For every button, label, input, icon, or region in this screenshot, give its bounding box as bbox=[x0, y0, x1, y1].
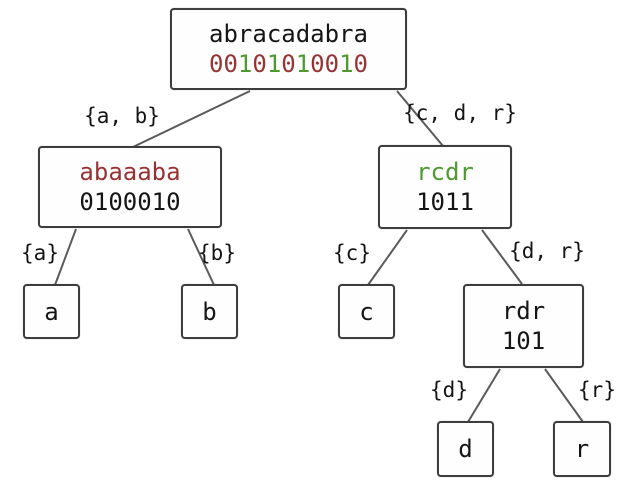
node-leaf-a: a bbox=[23, 284, 80, 339]
edge-right-c bbox=[367, 229, 408, 286]
leaf-r-text: r bbox=[574, 435, 590, 463]
edge-label-root-left: {a, b} bbox=[84, 104, 160, 128]
edge-left-b bbox=[187, 228, 215, 286]
node-rdr-bitmap: 101 bbox=[501, 327, 546, 355]
edge-left-a bbox=[54, 228, 77, 286]
node-rdr: rdr 101 bbox=[463, 284, 584, 368]
node-root: abracadabra 00101010010 bbox=[170, 8, 407, 90]
edge-root-left bbox=[132, 90, 251, 148]
leaf-d-text: d bbox=[458, 435, 473, 463]
leaf-b-text: b bbox=[202, 297, 217, 326]
edge-label-left-b: {b} bbox=[198, 241, 236, 265]
node-root-text: abracadabra bbox=[209, 20, 368, 48]
node-leaf-d: d bbox=[437, 421, 494, 477]
edge-rdr-r bbox=[544, 368, 584, 423]
leaf-a-text: a bbox=[44, 297, 59, 326]
node-right: rcdr 1011 bbox=[378, 145, 512, 229]
leaf-c-text: c bbox=[359, 297, 374, 326]
edge-right-rdr bbox=[481, 229, 523, 285]
node-right-bitmap: 1011 bbox=[416, 188, 474, 216]
node-rdr-text: rdr bbox=[501, 297, 546, 325]
node-leaf-c: c bbox=[338, 284, 395, 339]
node-leaf-r: r bbox=[553, 421, 611, 477]
node-left-bitmap: 0100010 bbox=[79, 188, 181, 216]
edge-label-rdr-r: {r} bbox=[578, 378, 616, 402]
edge-label-right-c: {c} bbox=[333, 241, 371, 265]
edge-label-right-rdr: {d, r} bbox=[509, 239, 585, 263]
node-left-text: abaaaba bbox=[79, 158, 181, 186]
node-right-text: rcdr bbox=[416, 158, 474, 186]
edge-rdr-d bbox=[467, 368, 501, 423]
node-leaf-b: b bbox=[181, 284, 238, 339]
node-root-bitmap: 00101010010 bbox=[209, 50, 368, 78]
edge-label-rdr-d: {d} bbox=[430, 378, 468, 402]
edge-label-left-a: {a} bbox=[21, 241, 59, 265]
node-left: abaaaba 0100010 bbox=[38, 146, 222, 228]
edge-label-root-right: {c, d, r} bbox=[403, 101, 517, 125]
edge-root-right bbox=[396, 90, 444, 147]
